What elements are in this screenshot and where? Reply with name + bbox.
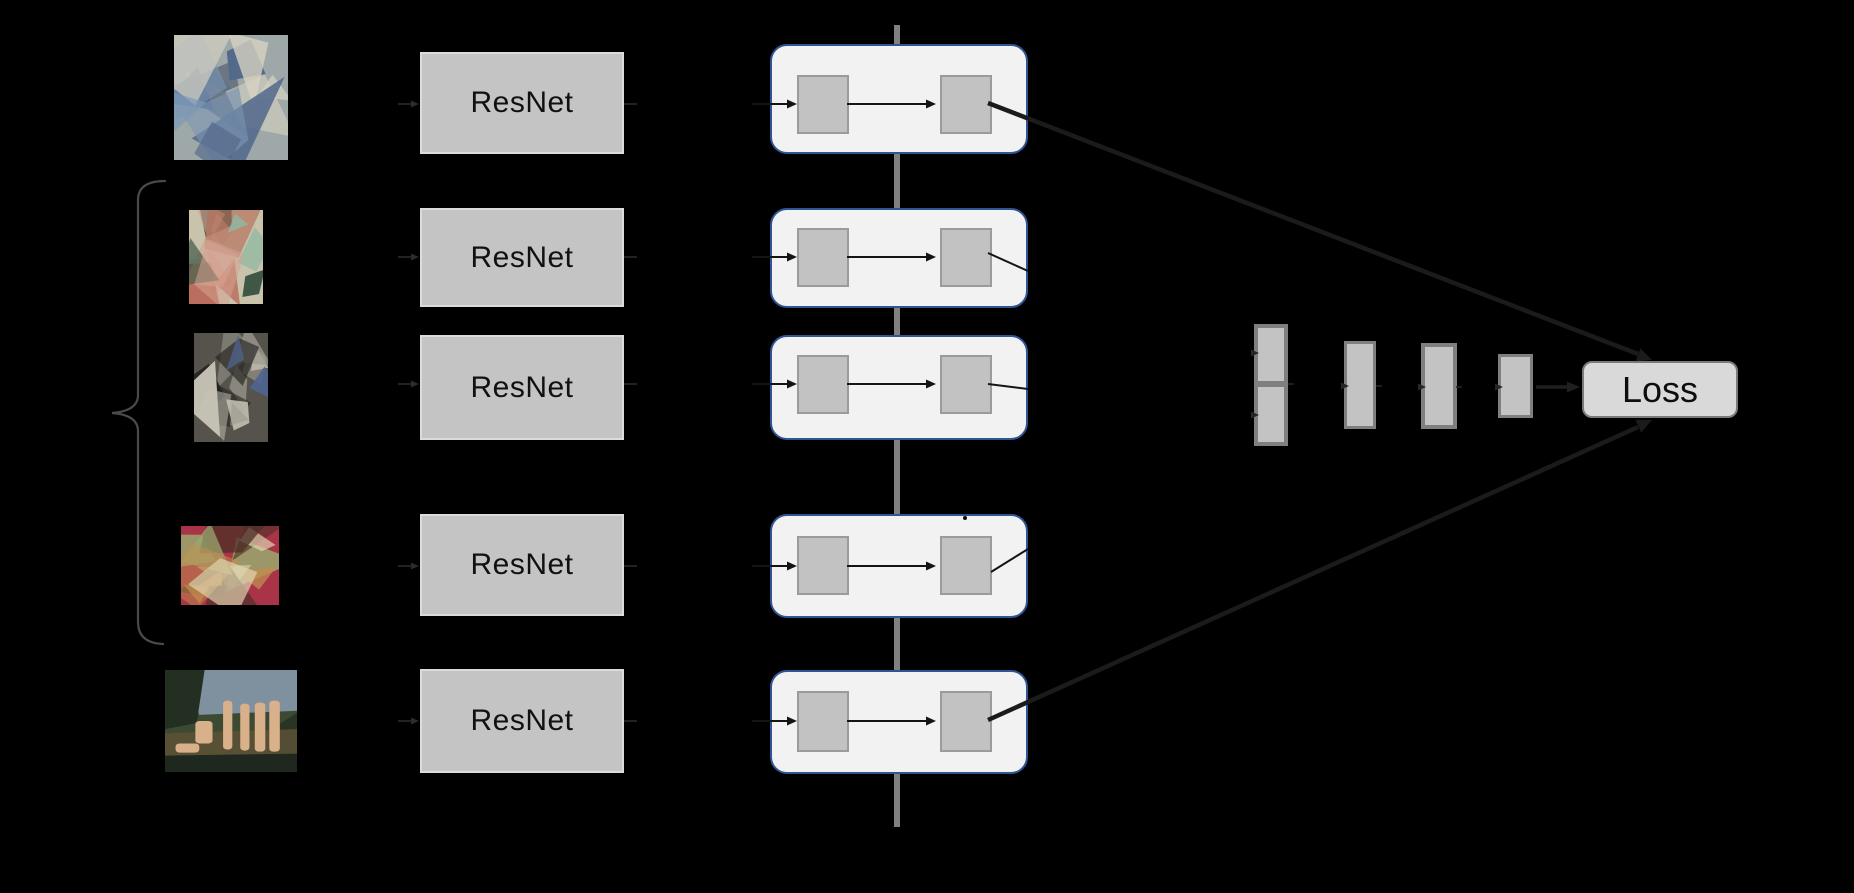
painting-shape <box>165 753 297 772</box>
resnet-entry-arrowhead-5 <box>411 717 419 725</box>
resnet-label: ResNet <box>470 704 574 737</box>
module1-to-loss-line <box>987 100 1639 357</box>
painting-thumbnail-3 <box>194 333 268 442</box>
painting-shape <box>194 121 242 160</box>
embedding-bar-stacked <box>1254 324 1288 446</box>
module5-to-loss-line <box>987 424 1639 723</box>
cubist-still-life-red-image <box>181 526 279 605</box>
projection-module-5 <box>770 670 1028 774</box>
feature-block <box>940 75 992 134</box>
painting-shape <box>226 334 245 371</box>
resnet-entry-arrowhead-3 <box>411 380 419 388</box>
bracket-path <box>111 179 167 646</box>
painting-thumbnail-2 <box>189 210 263 304</box>
painting-figure <box>195 721 213 744</box>
projection-module-2 <box>770 208 1028 308</box>
ellipsis-dot <box>963 516 967 520</box>
painting-shape <box>165 670 205 730</box>
support-set-bracket <box>111 179 167 646</box>
painting-shape <box>242 270 263 298</box>
cubist-landscape-green-image <box>189 210 263 304</box>
painting-thumbnail-4 <box>181 526 279 605</box>
cubist-portrait-blue-image <box>174 35 288 160</box>
resnet-label: ResNet <box>470 548 574 581</box>
painting-shape <box>230 402 249 426</box>
cubist-figure-dark-image <box>194 333 268 442</box>
resnet-box-4: ResNet <box>420 514 624 616</box>
feature-block <box>940 228 992 287</box>
resnet-box-3: ResNet <box>420 335 624 440</box>
painting-shape <box>194 360 221 438</box>
painting-shape <box>174 35 232 106</box>
loss-label: Loss <box>1621 368 1699 410</box>
painting-shape <box>187 558 258 605</box>
resnet-label: ResNet <box>470 370 574 404</box>
painting-shape <box>249 366 268 397</box>
resnet-box-2: ResNet <box>420 208 624 307</box>
painting-figure <box>254 702 266 752</box>
painting-shape <box>183 670 297 715</box>
resnet-entry-arrowhead-4 <box>411 562 419 570</box>
projection-module-4 <box>770 514 1028 618</box>
painting-figure <box>223 700 233 750</box>
painting-figure <box>269 700 280 752</box>
feature-block <box>797 355 849 414</box>
feature-block <box>940 691 992 752</box>
painting-thumbnail-5 <box>165 670 297 772</box>
painting-thumbnail-1 <box>174 35 288 160</box>
painting-shape <box>228 35 269 109</box>
resnet-label: ResNet <box>470 86 574 119</box>
classical-figures-landscape-image <box>165 670 297 772</box>
resnet-label: ResNet <box>470 240 574 274</box>
resnet-entry-arrowhead-2 <box>411 253 419 261</box>
resnet-box-1: ResNet <box>420 52 624 154</box>
painting-shape <box>237 227 263 272</box>
bar-divider <box>1258 381 1284 387</box>
embedding-bar-4 <box>1498 354 1533 418</box>
feature-block <box>797 228 849 287</box>
feature-block <box>797 691 849 752</box>
embedding-bar-2 <box>1344 341 1376 429</box>
painting-figure <box>240 703 250 751</box>
bar-to-loss-arrowhead <box>1567 381 1580 393</box>
projection-module-1 <box>770 44 1028 154</box>
feature-block <box>940 355 992 414</box>
painting-shape <box>227 213 249 233</box>
projection-module-3 <box>770 335 1028 440</box>
embedding-bar-3 <box>1421 343 1457 429</box>
resnet-entry-arrowhead-1 <box>411 100 419 108</box>
loss-box: Loss <box>1582 361 1738 418</box>
module1-to-loss-arrowhead <box>1635 348 1652 362</box>
resnet-box-5: ResNet <box>420 669 624 773</box>
module5-to-loss-arrowhead <box>1635 419 1652 433</box>
painting-figure <box>175 743 200 753</box>
feature-block <box>797 75 849 134</box>
feature-block <box>797 536 849 595</box>
feature-block <box>940 536 992 595</box>
painting-shape <box>194 239 245 304</box>
